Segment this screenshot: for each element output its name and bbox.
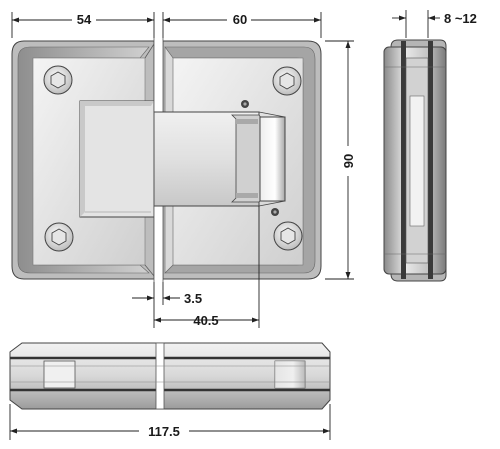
screw-bottom-right-icon (273, 221, 303, 251)
dim-height: 90 (341, 154, 356, 168)
left-plate (11, 40, 155, 280)
front-view (11, 38, 322, 282)
dim-left-width: 54 (77, 12, 92, 27)
dim-glass-thickness: 8 ~12 (444, 11, 477, 26)
hinge-knuckle (153, 111, 286, 207)
screw-top-right-icon (272, 66, 302, 96)
bottom-view (9, 342, 331, 410)
screw-bottom-left-icon (44, 222, 74, 252)
dim-right-width: 60 (233, 12, 247, 27)
dim-overall-length: 117.5 (148, 424, 180, 439)
screw-top-left-icon (43, 65, 73, 95)
side-view (383, 39, 447, 282)
dim-knuckle-width: 40.5 (193, 313, 218, 328)
dim-offset: 3.5 (184, 291, 202, 306)
